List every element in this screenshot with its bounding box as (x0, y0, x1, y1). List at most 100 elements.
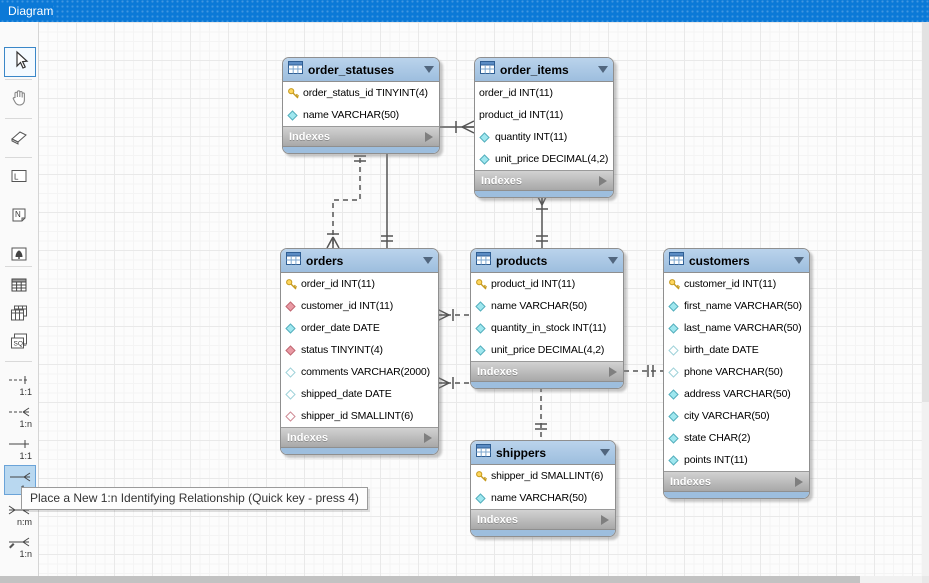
column-nullable-icon (285, 366, 298, 379)
column-notnull-icon (285, 322, 298, 335)
column-text: order_date DATE (301, 322, 380, 334)
collapse-arrow-icon[interactable] (423, 257, 433, 264)
svg-text:N: N (15, 210, 21, 219)
table-figure-order_items[interactable]: order_items order_id INT(11)product_id IN… (474, 57, 614, 198)
column-row[interactable]: last_name VARCHAR(50) (664, 317, 809, 339)
column-notnull-icon (475, 300, 488, 313)
horizontal-scrollbar[interactable] (0, 576, 922, 583)
expand-arrow-icon[interactable] (425, 132, 433, 142)
column-row[interactable]: unit_price DECIMAL(4,2) (475, 148, 613, 170)
vertical-scrollbar[interactable] (922, 22, 929, 576)
tool-pan[interactable] (4, 86, 34, 114)
table-title: order_items (500, 63, 593, 77)
table-figure-products[interactable]: products product_id INT(11)name VARCHAR(5… (470, 248, 624, 389)
table-footer (664, 491, 809, 498)
column-row[interactable]: first_name VARCHAR(50) (664, 295, 809, 317)
column-row[interactable]: order_id INT(11) (281, 273, 438, 295)
column-row[interactable]: order_date DATE (281, 317, 438, 339)
collapse-arrow-icon[interactable] (600, 449, 610, 456)
horizontal-scrollbar-thumb[interactable] (0, 576, 860, 583)
column-text: comments VARCHAR(2000) (301, 366, 430, 378)
column-text: address VARCHAR(50) (684, 388, 791, 400)
column-row[interactable]: comments VARCHAR(2000) (281, 361, 438, 383)
collapse-arrow-icon[interactable] (794, 257, 804, 264)
expand-arrow-icon[interactable] (601, 515, 609, 525)
column-row[interactable]: shipper_id SMALLINT(6) (281, 405, 438, 427)
tool-table[interactable] (4, 273, 34, 301)
expand-arrow-icon[interactable] (609, 367, 617, 377)
indexes-bar[interactable]: Indexes (283, 126, 439, 146)
column-row[interactable]: shipper_id SMALLINT(6) (471, 465, 615, 487)
table-figure-customers[interactable]: customers customer_id INT(11) first_name V… (663, 248, 810, 499)
table-header[interactable]: order_items (475, 58, 613, 82)
collapse-arrow-icon[interactable] (598, 66, 608, 73)
column-row[interactable]: product_id INT(11) (475, 104, 613, 126)
tool-select[interactable] (4, 47, 36, 77)
table-header[interactable]: shippers (471, 441, 615, 465)
collapse-arrow-icon[interactable] (424, 66, 434, 73)
indexes-label: Indexes (477, 514, 601, 526)
expand-arrow-icon[interactable] (795, 477, 803, 487)
table-header[interactable]: products (471, 249, 623, 273)
column-notnull-icon (668, 300, 681, 313)
column-text: customer_id INT(11) (684, 278, 776, 290)
tool-note[interactable]: N (4, 203, 34, 231)
table-figure-orders[interactable]: ordersorder_id INT(11)customer_id INT(11… (280, 248, 439, 455)
expand-arrow-icon[interactable] (599, 176, 607, 186)
tool-layer[interactable]: L (4, 164, 34, 192)
indexes-bar[interactable]: Indexes (664, 471, 809, 491)
indexes-bar[interactable]: Indexes (471, 509, 615, 529)
tool-view[interactable] (4, 301, 34, 329)
table-header[interactable]: orders (281, 249, 438, 273)
fk-nullable-icon (285, 410, 298, 423)
column-nullable-icon (285, 388, 298, 401)
tool-rel-1-n-non-identifying[interactable]: 1:n (4, 401, 34, 429)
column-row[interactable]: product_id INT(11) (471, 273, 623, 295)
column-nullable-icon (668, 366, 681, 379)
indexes-bar[interactable]: Indexes (475, 170, 613, 190)
column-row[interactable]: phone VARCHAR(50) (664, 361, 809, 383)
column-row[interactable]: name VARCHAR(50) (471, 487, 615, 509)
column-row[interactable]: customer_id INT(11) (664, 273, 809, 295)
table-icon (480, 61, 495, 79)
tool-rel-1-1-non-identifying[interactable]: 1:1 (4, 369, 34, 397)
collapse-arrow-icon[interactable] (608, 257, 618, 264)
indexes-label: Indexes (477, 366, 609, 378)
column-notnull-icon (479, 153, 492, 166)
column-row[interactable]: address VARCHAR(50) (664, 383, 809, 405)
column-notnull-icon (287, 109, 300, 122)
table-header[interactable]: customers (664, 249, 809, 273)
expand-arrow-icon[interactable] (424, 433, 432, 443)
table-header[interactable]: order_statuses (283, 58, 439, 82)
vertical-scrollbar-thumb[interactable] (922, 22, 929, 402)
column-text: city VARCHAR(50) (684, 410, 770, 422)
column-row[interactable]: name VARCHAR(50) (283, 104, 439, 126)
column-row[interactable]: shipped_date DATE (281, 383, 438, 405)
column-text: name VARCHAR(50) (491, 492, 587, 504)
column-row[interactable]: state CHAR(2) (664, 427, 809, 449)
table-title: products (496, 254, 603, 268)
diagram-tab-bar: Diagram (0, 0, 929, 22)
tool-label: 1:1 (19, 451, 32, 461)
indexes-bar[interactable]: Indexes (471, 361, 623, 381)
column-row[interactable]: city VARCHAR(50) (664, 405, 809, 427)
column-row[interactable]: order_id INT(11) (475, 82, 613, 104)
column-row[interactable]: name VARCHAR(50) (471, 295, 623, 317)
tool-rel-1-n-existing-columns[interactable]: 1:n (4, 531, 34, 559)
table-figure-shippers[interactable]: shippersshipper_id SMALLINT(6) name VARCH… (470, 440, 616, 537)
tool-label: 1:n (19, 549, 32, 559)
tool-eraser[interactable] (4, 125, 34, 153)
column-row[interactable]: birth_date DATE (664, 339, 809, 361)
column-row[interactable]: points INT(11) (664, 449, 809, 471)
column-text: state CHAR(2) (684, 432, 750, 444)
column-row[interactable]: unit_price DECIMAL(4,2) (471, 339, 623, 361)
tool-rel-1-1-identifying[interactable]: 1:1 (4, 433, 34, 461)
column-row[interactable]: quantity INT(11) (475, 126, 613, 148)
table-figure-order_statuses[interactable]: order_statusesorder_status_id TINYINT(4)… (282, 57, 440, 154)
column-row[interactable]: status TINYINT(4) (281, 339, 438, 361)
column-row[interactable]: order_status_id TINYINT(4) (283, 82, 439, 104)
column-row[interactable]: quantity_in_stock INT(11) (471, 317, 623, 339)
column-row[interactable]: customer_id INT(11) (281, 295, 438, 317)
tool-routine-group[interactable]: SQL (4, 329, 34, 357)
indexes-bar[interactable]: Indexes (281, 427, 438, 447)
